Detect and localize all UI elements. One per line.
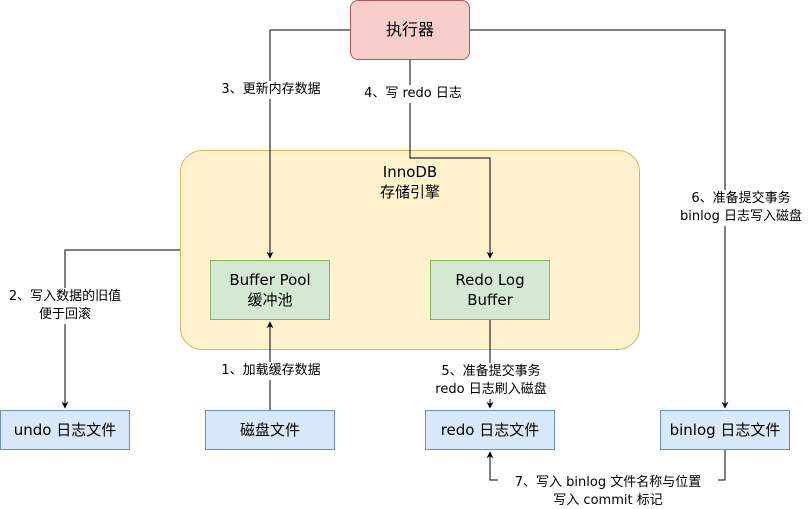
executor-node: 执行器 xyxy=(350,0,470,60)
innodb-group-title: InnoDB 存储引擎 xyxy=(180,162,640,202)
step6-text-line2: binlog 日志写入磁盘 xyxy=(679,209,803,224)
step3-label: 3、更新内存数据 xyxy=(213,81,329,99)
buffer-pool-node: Buffer Pool 缓冲池 xyxy=(210,260,330,320)
step4-label: 4、写 redo 日志 xyxy=(358,85,468,103)
step6-text-line1: 6、准备提交事务 xyxy=(691,191,791,206)
step6-label: 6、准备提交事务 binlog 日志写入磁盘 xyxy=(674,190,808,226)
step3-text: 3、更新内存数据 xyxy=(221,82,321,97)
edge-write-undo xyxy=(61,249,180,409)
edge-binlog-to-disk xyxy=(470,29,729,409)
step7-label: 7、写入 binlog 文件名称与位置 写入 commit 标记 xyxy=(498,474,718,509)
step1-text: 1、加载缓存数据 xyxy=(221,363,321,378)
redo-log-file-node: redo 日志文件 xyxy=(425,410,555,450)
binlog-file-node: binlog 日志文件 xyxy=(660,410,790,450)
redo-file-label: redo 日志文件 xyxy=(440,421,540,439)
innodb-title-line2: 存储引擎 xyxy=(379,183,440,201)
buffer-pool-label-line2: 缓冲池 xyxy=(247,291,293,309)
executor-label: 执行器 xyxy=(385,20,434,39)
redo-log-buffer-node: Redo Log Buffer xyxy=(430,260,550,320)
redo-buffer-label-line2: Buffer xyxy=(467,291,513,309)
step5-label: 5、准备提交事务 redo 日志刷入磁盘 xyxy=(432,363,550,399)
step5-text-line1: 5、准备提交事务 xyxy=(441,364,541,379)
undo-log-file-node: undo 日志文件 xyxy=(0,410,130,450)
undo-file-label: undo 日志文件 xyxy=(13,421,117,439)
step2-label: 2、写入数据的旧值 便于回滚 xyxy=(0,288,130,324)
step2-text-line2: 便于回滚 xyxy=(38,307,91,322)
redo-buffer-label-line1: Redo Log xyxy=(455,271,525,289)
disk-file-node: 磁盘文件 xyxy=(205,410,335,450)
innodb-title-line1: InnoDB xyxy=(382,163,438,181)
step5-text-line2: redo 日志刷入磁盘 xyxy=(435,382,547,397)
binlog-file-label: binlog 日志文件 xyxy=(669,421,781,439)
edge-write-redo-log xyxy=(409,60,494,259)
disk-file-label: 磁盘文件 xyxy=(239,421,300,439)
edge-update-memory xyxy=(266,29,350,259)
step7-text-line1: 7、写入 binlog 文件名称与位置 xyxy=(514,475,702,490)
step4-text: 4、写 redo 日志 xyxy=(364,86,462,101)
step7-text-line2: 写入 commit 标记 xyxy=(553,493,663,508)
buffer-pool-label-line1: Buffer Pool xyxy=(229,271,311,289)
step2-text-line1: 2、写入数据的旧值 xyxy=(8,289,122,304)
step1-label: 1、加载缓存数据 xyxy=(212,362,330,380)
